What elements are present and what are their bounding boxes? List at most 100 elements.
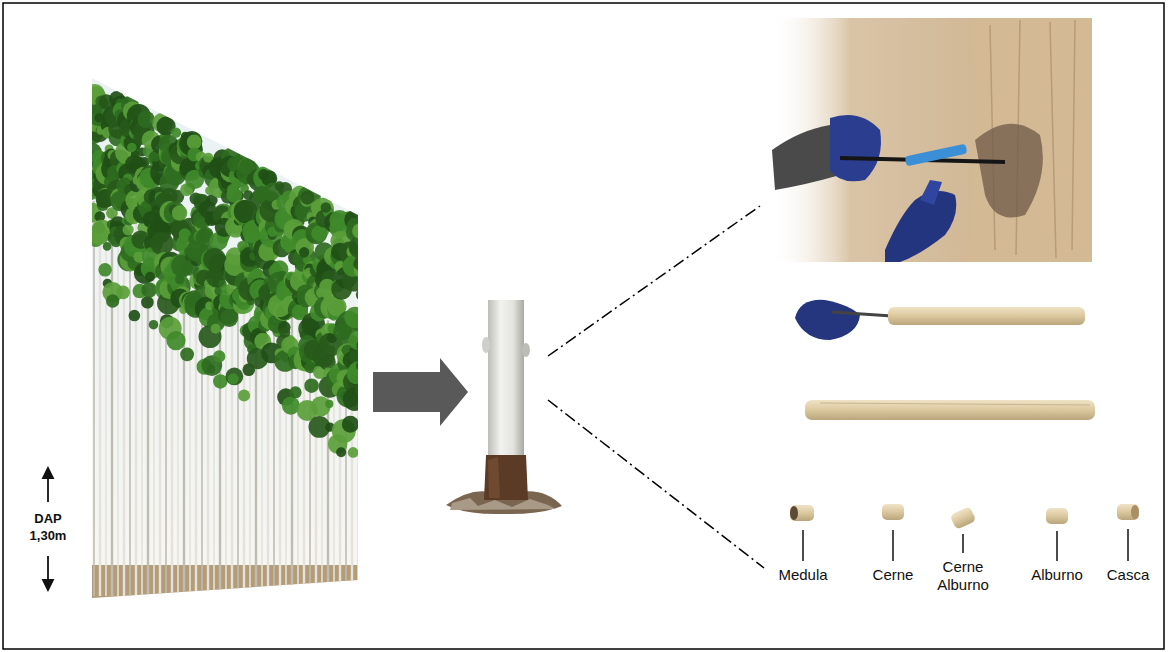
forest-sky (92, 78, 358, 598)
borer-handle (905, 144, 968, 167)
tree-bark (968, 18, 1092, 262)
core-segment (1046, 508, 1068, 524)
tree-canopy (213, 374, 228, 389)
tree-canopy (311, 225, 327, 241)
trunk-base-bark (484, 455, 528, 500)
part-label: Cerne Alburno (937, 558, 989, 594)
tree-canopy (304, 378, 319, 393)
tree-trunk (129, 219, 131, 596)
tree-canopy (129, 310, 141, 322)
trunk-knot (522, 343, 530, 357)
zoom-line (548, 400, 764, 568)
part-label: Alburno (1031, 566, 1083, 584)
height-arrow (47, 556, 49, 582)
zoom-line (548, 206, 760, 356)
tree-canopy (211, 324, 221, 334)
forest-ground (92, 565, 358, 600)
knife (832, 312, 892, 316)
wood-core (888, 307, 1085, 325)
tree-canopy (103, 242, 112, 251)
tree-canopy (180, 347, 194, 361)
tree-canopy (279, 327, 290, 338)
glove-finger (920, 180, 942, 205)
part-label: Cerne (873, 566, 914, 584)
tree-trunk (123, 216, 125, 596)
tree-canopy (348, 330, 368, 350)
arrow-head (43, 580, 53, 590)
tree-trunk (99, 204, 101, 596)
tree-canopy (116, 285, 130, 299)
core-segment (882, 504, 904, 520)
part-label: Medula (778, 566, 827, 584)
glove (795, 300, 860, 340)
tree-canopy (137, 111, 154, 128)
tree-canopy (98, 263, 112, 277)
glove (830, 115, 881, 181)
tree-canopy (343, 387, 367, 411)
tree-canopy (166, 331, 185, 350)
process-arrow (373, 358, 468, 426)
tree-canopy (123, 224, 134, 235)
leader-line (962, 534, 964, 553)
tree-canopy (356, 360, 367, 371)
tree-canopy (342, 416, 359, 433)
tree-canopy (345, 307, 366, 328)
core-segment-end (790, 506, 798, 520)
tree-canopy (336, 447, 346, 457)
trunk-knot (482, 337, 490, 353)
tree-trunk (117, 213, 119, 596)
core-segment-end (1131, 505, 1139, 519)
tree-canopy (354, 221, 372, 239)
tree-canopy (220, 309, 238, 327)
tree-canopy (172, 205, 187, 220)
arrow-head (43, 468, 53, 478)
tree-canopy (359, 231, 369, 241)
tree-canopy (141, 282, 157, 298)
height-arrow (47, 476, 49, 502)
frame-border (3, 3, 1164, 649)
tree-canopy (289, 386, 301, 398)
leader-line (1056, 531, 1058, 561)
tree-canopy (358, 413, 368, 423)
core-segment (1117, 504, 1139, 520)
tree-canopy (358, 247, 369, 258)
tree-canopy (252, 268, 263, 279)
coring-photo (770, 18, 1092, 262)
part-label: Casca (1107, 566, 1150, 584)
tree-canopy (141, 296, 154, 309)
wood-core (805, 400, 1095, 420)
tree-canopy (187, 134, 202, 149)
tree-trunk (93, 201, 95, 596)
tree-canopy (343, 255, 365, 277)
tree-canopy (358, 274, 372, 288)
tree-canopy (106, 294, 119, 307)
core-segment (790, 505, 814, 521)
tree-canopy (349, 236, 372, 259)
bark-background (770, 18, 1092, 262)
sleeve (772, 125, 840, 190)
tree-canopy (228, 373, 239, 384)
tree-canopy (300, 191, 314, 205)
core-sample-photo (795, 300, 1095, 420)
cut-shadow (975, 124, 1043, 218)
height-label: DAP 1,30m (30, 510, 67, 544)
core-texture (820, 403, 1090, 416)
leader-line (1127, 529, 1129, 561)
tree-canopy (225, 368, 243, 386)
core-segment (950, 506, 977, 530)
tree-canopy (321, 202, 331, 212)
tree-canopy (149, 320, 159, 330)
tree-canopy (354, 256, 370, 272)
tree-trunk-photo (446, 300, 562, 514)
tree-canopy (348, 447, 359, 458)
tree-trunk (273, 293, 275, 596)
leader-line (892, 530, 894, 561)
tree-trunk (237, 274, 239, 596)
trunk (488, 300, 524, 460)
leader-line (802, 530, 804, 561)
core-segments (790, 504, 1139, 530)
tree-canopy (213, 350, 225, 362)
tree-canopy (355, 385, 366, 396)
